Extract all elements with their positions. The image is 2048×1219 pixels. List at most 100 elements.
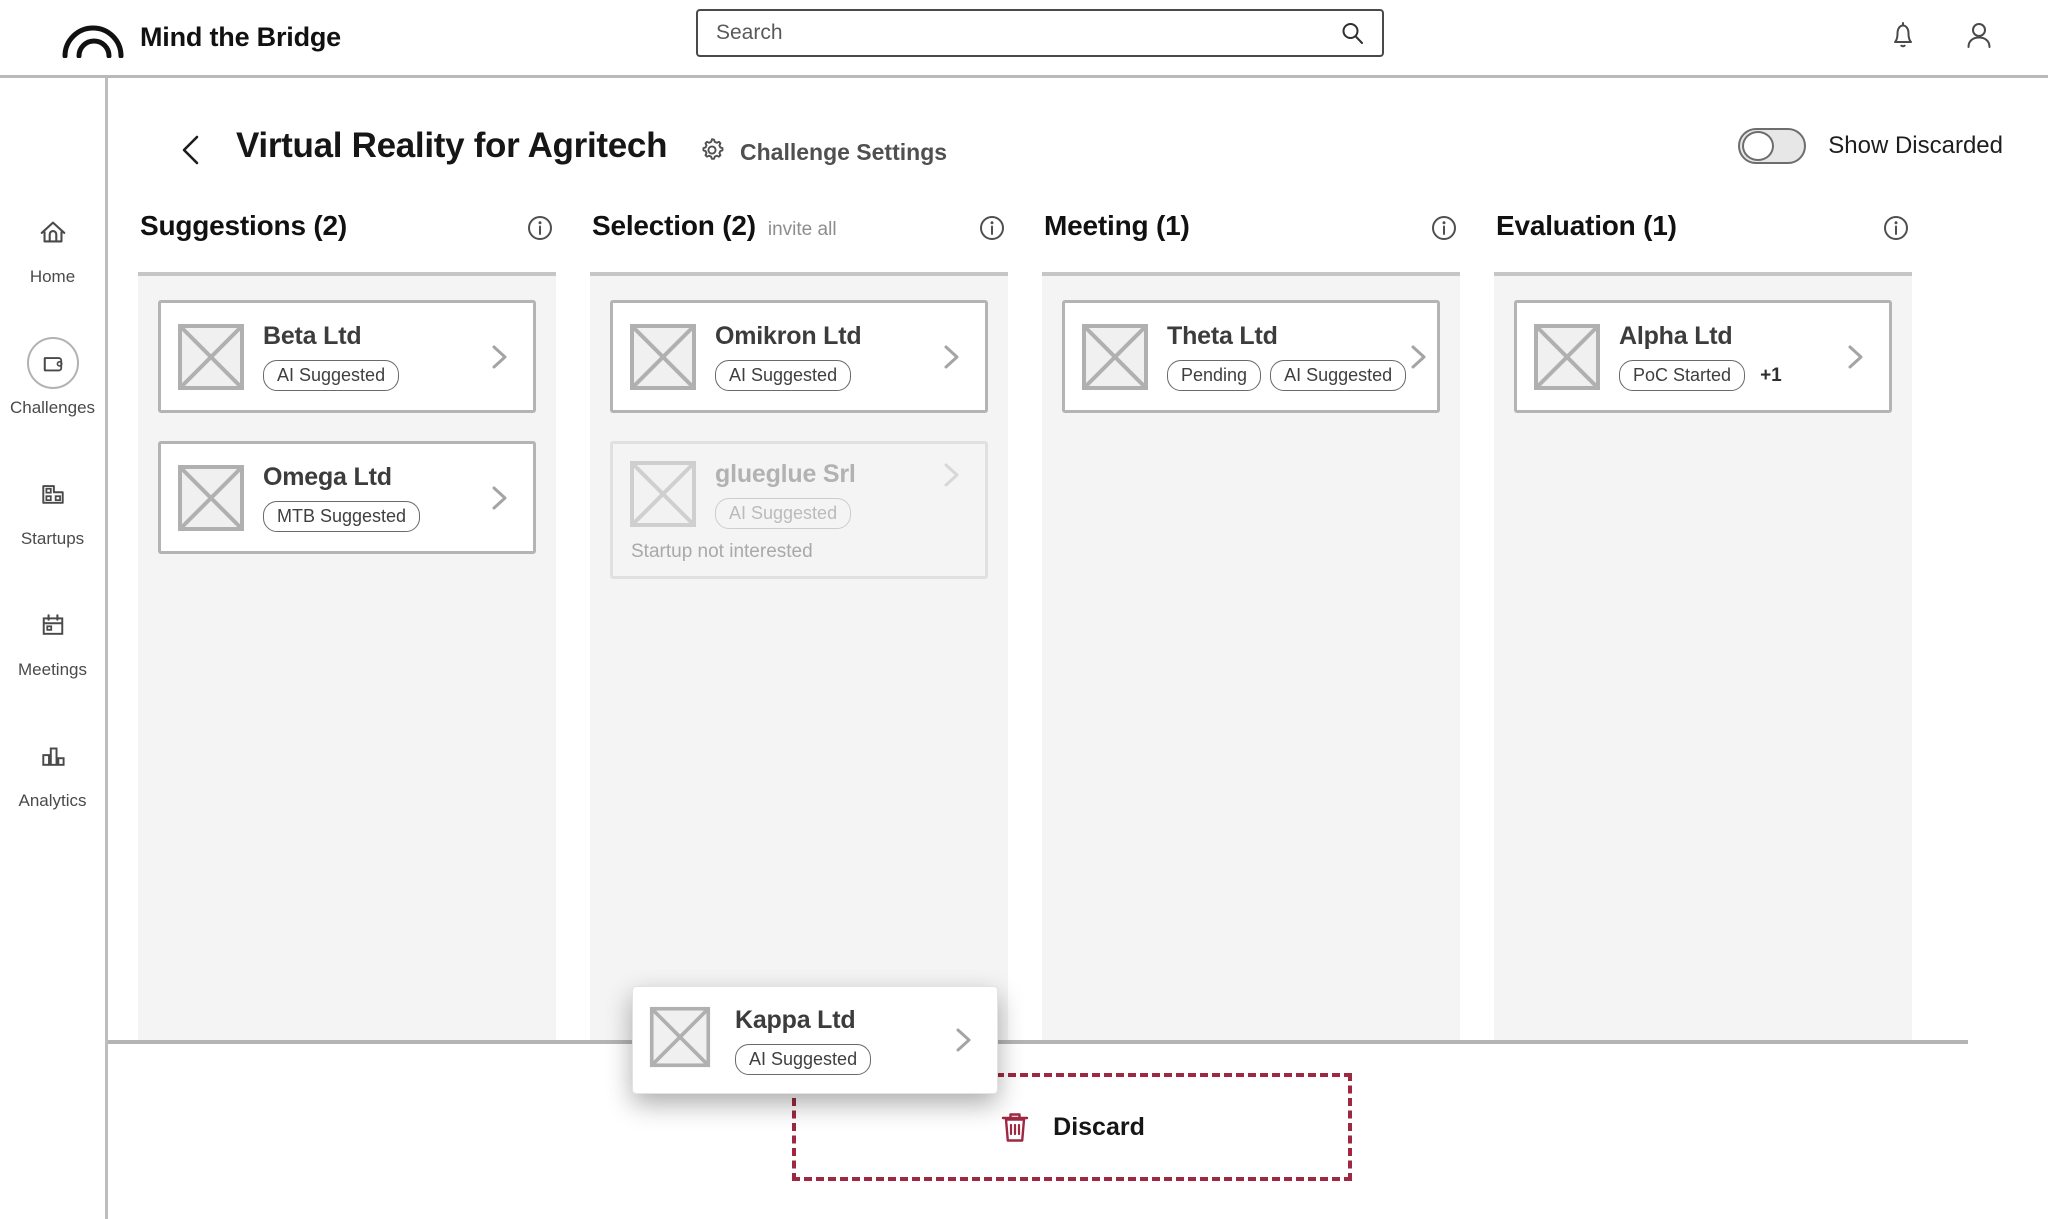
startup-card[interactable]: Alpha Ltd PoC Started +1 xyxy=(1514,300,1892,413)
search-icon[interactable] xyxy=(1340,21,1364,45)
gear-icon xyxy=(698,136,726,169)
show-discarded-toggle[interactable] xyxy=(1738,128,1807,164)
board-bottom-divider xyxy=(108,1040,1968,1044)
kanban-board: Suggestions (2) xyxy=(108,210,2048,1045)
status-badge: AI Suggested xyxy=(1270,360,1407,391)
info-icon[interactable] xyxy=(978,214,1006,242)
column-header: Evaluation (1) xyxy=(1494,210,1912,272)
image-placeholder-icon xyxy=(1533,323,1601,391)
status-badge: Pending xyxy=(1167,360,1262,391)
sidebar: Home Challenges Startups xyxy=(0,78,108,1219)
brand-name: Mind the Bridge xyxy=(140,22,341,52)
chevron-right-icon[interactable] xyxy=(487,342,511,372)
chevron-right-icon[interactable] xyxy=(487,483,511,513)
column-header: Suggestions (2) xyxy=(138,210,556,272)
startup-card-disabled: glueglue Srl AI Suggested Startup not in… xyxy=(610,441,988,579)
search-bar[interactable] xyxy=(696,9,1384,57)
card-pills: Pending AI Suggested xyxy=(1167,360,1407,391)
board-column-meeting: Meeting (1) xyxy=(1042,210,1460,1044)
wallet-icon xyxy=(26,337,79,389)
card-title: Theta Ltd xyxy=(1167,322,1278,350)
bell-icon[interactable] xyxy=(1886,18,1920,52)
column-title: Selection (2) xyxy=(592,210,756,241)
card-pills: AI Suggested xyxy=(735,1043,951,1075)
status-badge: MTB Suggested xyxy=(263,501,421,532)
column-body[interactable]: Beta Ltd AI Suggested xyxy=(138,272,556,1044)
chevron-right-icon[interactable] xyxy=(1843,342,1867,372)
bar-chart-icon xyxy=(27,730,79,782)
search-input[interactable] xyxy=(716,21,1340,45)
badge-overflow-count[interactable]: +1 xyxy=(1760,364,1782,386)
chevron-right-icon[interactable] xyxy=(951,1025,975,1055)
show-discarded-label: Show Discarded xyxy=(1828,132,2003,159)
invite-all-link[interactable]: invite all xyxy=(767,219,837,240)
image-placeholder-icon xyxy=(629,460,697,528)
card-pills: PoC Started +1 xyxy=(1619,360,1843,391)
column-body[interactable]: Omikron Ltd AI Suggested xyxy=(590,272,1008,1044)
card-title: Alpha Ltd xyxy=(1619,322,1733,350)
discard-dropzone[interactable]: Discard xyxy=(792,1073,1352,1181)
startup-card[interactable]: Omega Ltd MTB Suggested xyxy=(158,441,536,554)
info-icon[interactable] xyxy=(1882,214,1910,242)
sidebar-item-label: Startups xyxy=(20,529,85,548)
card-pills: AI Suggested xyxy=(263,360,487,391)
sidebar-item-label: Home xyxy=(29,267,76,286)
show-discarded-control[interactable]: Show Discarded xyxy=(1738,128,2003,164)
startup-card[interactable]: Omikron Ltd AI Suggested xyxy=(610,300,988,413)
board-column-suggestions: Suggestions (2) xyxy=(138,210,556,1044)
card-pills: MTB Suggested xyxy=(263,501,487,532)
image-placeholder-icon xyxy=(177,323,245,391)
chevron-right-icon xyxy=(939,460,963,490)
card-title: Kappa Ltd xyxy=(735,1005,856,1034)
top-right-actions xyxy=(1886,18,1996,52)
card-title: glueglue Srl xyxy=(715,460,856,488)
board-column-evaluation: Evaluation (1) xyxy=(1494,210,1912,1044)
home-icon xyxy=(27,206,79,258)
sidebar-item-meetings[interactable]: Meetings xyxy=(5,599,101,680)
column-body[interactable]: Theta Ltd Pending AI Suggested xyxy=(1042,272,1460,1044)
card-title: Beta Ltd xyxy=(263,322,362,350)
image-placeholder-icon xyxy=(177,464,245,532)
page-header: Virtual Reality for Agritech Challenge S… xyxy=(108,78,2048,188)
board-column-selection: Selection (2) invite all xyxy=(590,210,1008,1044)
top-bar: Mind the Bridge xyxy=(0,0,2048,78)
brand[interactable]: Mind the Bridge xyxy=(62,18,341,58)
status-badge: AI Suggested xyxy=(715,498,852,529)
chevron-right-icon[interactable] xyxy=(1406,342,1430,372)
image-placeholder-icon xyxy=(1081,323,1149,391)
toggle-knob xyxy=(1742,131,1775,161)
chevron-left-icon[interactable] xyxy=(178,133,204,167)
user-icon[interactable] xyxy=(1962,18,1996,52)
challenge-settings-button[interactable]: Challenge Settings xyxy=(698,136,947,169)
image-placeholder-icon xyxy=(649,1006,717,1074)
sidebar-item-label: Meetings xyxy=(18,660,87,679)
info-icon[interactable] xyxy=(526,214,554,242)
startup-card[interactable]: Theta Ltd Pending AI Suggested xyxy=(1062,300,1440,413)
card-status-note: Startup not interested xyxy=(631,541,813,562)
status-badge: AI Suggested xyxy=(735,1043,872,1075)
column-title: Evaluation (1) xyxy=(1496,210,1677,241)
trash-icon xyxy=(999,1109,1031,1145)
discard-label: Discard xyxy=(1053,1112,1145,1141)
dragged-startup-card[interactable]: Kappa Ltd AI Suggested xyxy=(632,986,998,1094)
challenge-settings-label: Challenge Settings xyxy=(740,139,948,165)
card-pills: AI Suggested xyxy=(715,498,939,529)
sidebar-item-home[interactable]: Home xyxy=(5,206,101,287)
factory-icon xyxy=(27,468,79,520)
startup-card[interactable]: Beta Ltd AI Suggested xyxy=(158,300,536,413)
card-title: Omikron Ltd xyxy=(715,322,862,350)
status-badge: PoC Started xyxy=(1619,360,1746,391)
card-pills: AI Suggested xyxy=(715,360,939,391)
sidebar-item-startups[interactable]: Startups xyxy=(5,468,101,549)
status-badge: AI Suggested xyxy=(715,360,852,391)
column-body[interactable]: Alpha Ltd PoC Started +1 xyxy=(1494,272,1912,1044)
page-title: Virtual Reality for Agritech xyxy=(236,126,668,165)
info-icon[interactable] xyxy=(1430,214,1458,242)
column-title: Meeting (1) xyxy=(1044,210,1190,241)
sidebar-item-analytics[interactable]: Analytics xyxy=(5,730,101,811)
chevron-right-icon[interactable] xyxy=(939,342,963,372)
sidebar-item-challenges[interactable]: Challenges xyxy=(5,337,101,418)
column-header: Meeting (1) xyxy=(1042,210,1460,272)
sidebar-item-label: Challenges xyxy=(9,398,96,417)
